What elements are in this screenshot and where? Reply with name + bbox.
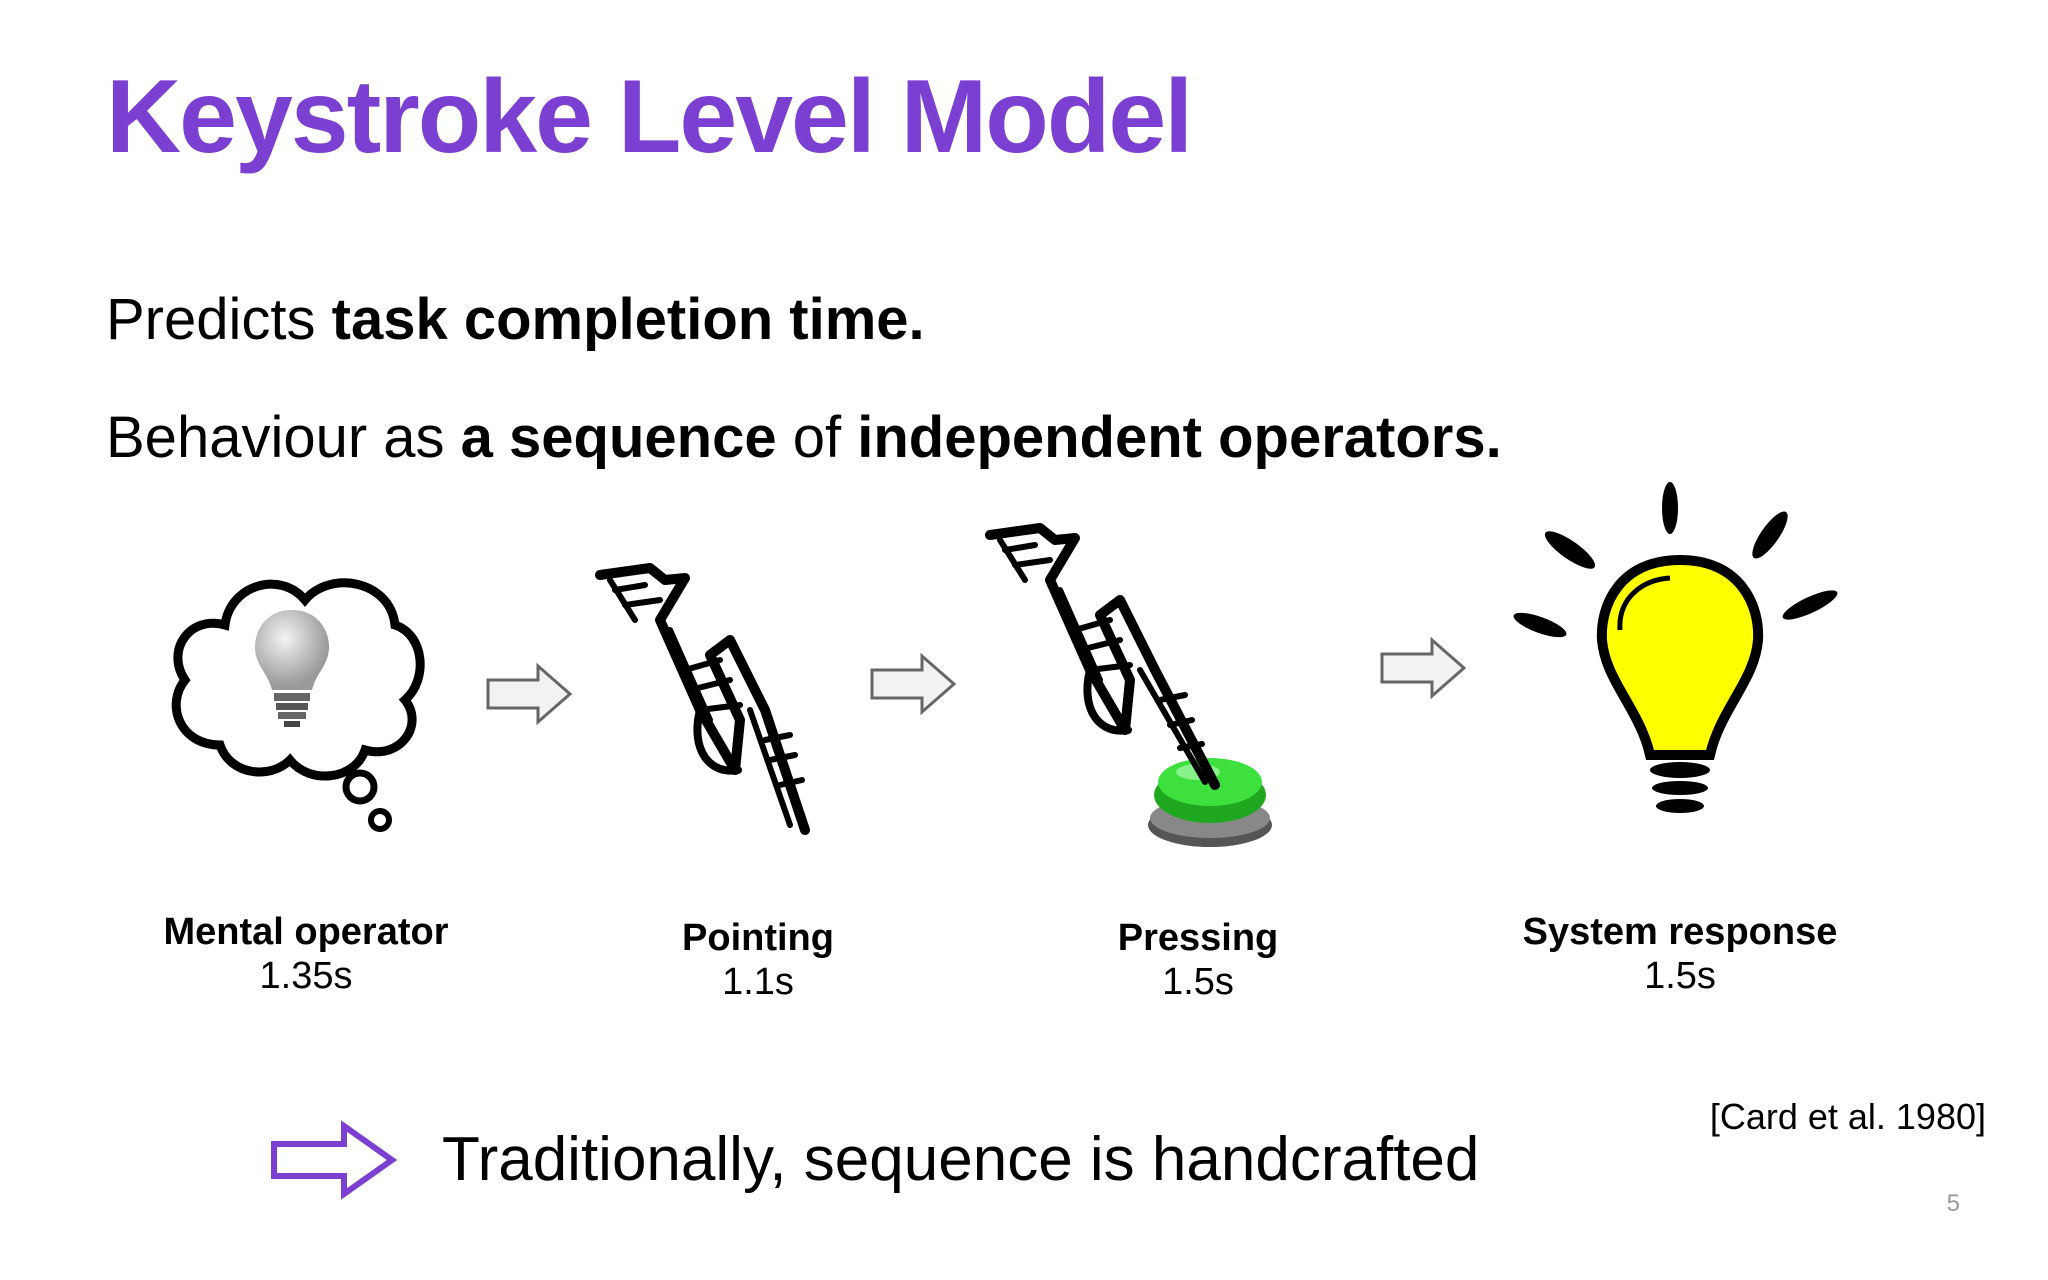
operator-time: 1.1s [722,961,794,1003]
slide-title: Keystroke Level Model [106,59,1193,175]
operator-system-response: System response 1.5s [1500,910,1860,998]
flow-arrow-1-icon [486,662,573,726]
thought-cloud-bulb-icon [171,578,425,832]
line2-bold1: a sequence [460,405,777,470]
line2-bold2: independent operators. [857,405,1502,470]
pointing-hand-icon [595,563,810,835]
operator-time: 1.35s [259,955,353,997]
hand-pressing-button-icon [985,523,1272,847]
operator-pointing: Pointing 1.1s [578,916,938,1004]
line1-prefix: Predicts [106,287,332,352]
page-number: 5 [1946,1190,1960,1217]
operator-label: System response [1522,911,1838,953]
line2-part2: of [776,405,858,470]
operator-pressing: Pressing 1.5s [1018,916,1378,1004]
line2-part1: Behaviour as [106,405,461,470]
operator-mental: Mental operator 1.35s [126,910,486,998]
operator-label: Pointing [682,917,834,959]
operator-label: Pressing [1117,917,1279,959]
subtitle-line-1: Predicts task completion time. [106,286,925,353]
light-bulb-icon [1513,482,1838,813]
conclusion-text: Traditionally, sequence is handcrafted [442,1125,1480,1194]
flow-arrow-3-icon [1380,636,1467,700]
subtitle-line-2: Behaviour as a sequence of independent o… [106,404,1502,471]
operator-label: Mental operator [163,911,449,953]
conclusion-arrow-icon [271,1120,398,1200]
operator-time: 1.5s [1644,955,1716,997]
operator-time: 1.5s [1162,961,1234,1003]
flow-arrow-2-icon [870,652,957,716]
citation: [Card et al. 1980] [1709,1096,1986,1137]
line1-bold: task completion time. [331,287,925,352]
